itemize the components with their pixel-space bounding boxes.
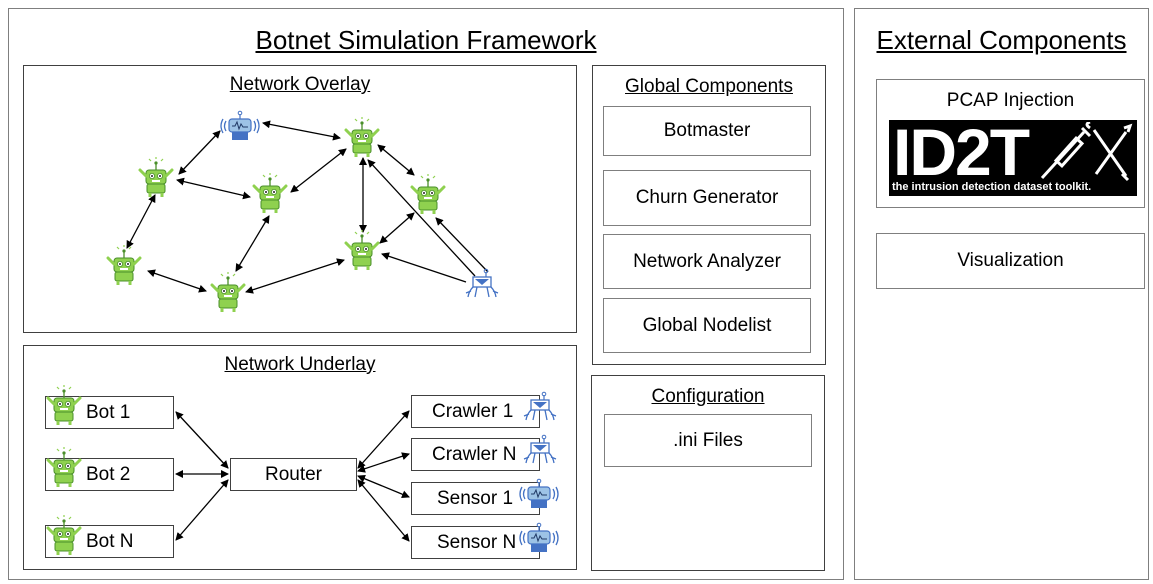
global-components-title: Global Components [625, 76, 793, 97]
edge-bot1-router [175, 411, 229, 469]
bot-2-icon [46, 445, 82, 489]
sensor-1-icon [519, 478, 559, 509]
edge-crawler-bot-d [435, 217, 489, 273]
edge-sensor-bot-b [262, 120, 341, 141]
router-node[interactable]: Router [230, 458, 357, 491]
id2t-logo-text: ID2T [893, 120, 1030, 189]
overlay-bot-b-icon [344, 115, 380, 159]
botmaster-box[interactable]: Botmaster [603, 106, 811, 156]
sensor-n-label: Sensor N [437, 531, 517, 553]
crawler-1-label: Crawler 1 [432, 400, 514, 422]
edge-crawler-bot-b [367, 159, 476, 277]
overlay-bot-f-icon [106, 243, 142, 287]
edge-bot-a-sensor [178, 130, 221, 175]
pcap-injection-box[interactable]: PCAP Injection ID2T the intrusion detect… [876, 79, 1145, 208]
overlay-bot-g-icon [210, 270, 246, 314]
router-label: Router [264, 463, 323, 485]
overlay-sensor-icon [220, 110, 260, 141]
configuration-panel: Configuration [591, 375, 825, 571]
global-nodelist-box[interactable]: Global Nodelist [603, 298, 811, 353]
overlay-bot-c-icon [252, 171, 288, 215]
underlay-edges [175, 410, 410, 542]
overlay-edges [126, 120, 415, 294]
edge-bot-a-bot-c [176, 177, 251, 200]
edge-bot-d-bot-e [379, 212, 415, 244]
edge-bot-f-bot-g [147, 269, 207, 293]
edge-crawler-bot-e [381, 252, 467, 283]
framework-title: Botnet Simulation Framework [255, 25, 597, 55]
bot-n-label: Bot N [86, 530, 134, 552]
visualization-box[interactable]: Visualization [876, 233, 1145, 289]
crawler-n-node[interactable]: Crawler N [411, 438, 540, 471]
edge-router-crawler1 [357, 410, 410, 469]
edge-bot-g-bot-c [235, 215, 270, 272]
sensor-n-icon [519, 522, 559, 553]
overlay-bot-a-icon [138, 155, 174, 199]
bot-1-icon [46, 383, 82, 427]
edge-botn-router [175, 479, 229, 541]
bot-2-label: Bot 2 [86, 463, 131, 485]
edge-bot-b-bot-d [377, 144, 415, 176]
overlay-bot-d-icon [410, 172, 446, 216]
sensor-1-label: Sensor 1 [437, 487, 514, 509]
bot-n-icon [46, 513, 82, 557]
crawler-1-icon [523, 391, 557, 421]
crawler-1-node[interactable]: Crawler 1 [411, 395, 540, 428]
churn-generator-box[interactable]: Churn Generator [603, 170, 811, 226]
ini-files-box[interactable]: .ini Files [604, 414, 812, 467]
bot-1-label: Bot 1 [86, 401, 131, 423]
edge-router-sensorn [357, 479, 410, 542]
network-analyzer-box[interactable]: Network Analyzer [603, 234, 811, 289]
crawler-n-label: Crawler N [432, 443, 517, 465]
sensor-1-node[interactable]: Sensor 1 [411, 482, 540, 515]
syringe-wrench-icon [1040, 122, 1133, 182]
overlay-crawler-icon [465, 268, 499, 298]
external-components-title: External Components [876, 25, 1127, 55]
edge-bot-a-bot-f [126, 194, 156, 249]
edge-bot-c-bot-b [290, 148, 347, 193]
overlay-bot-e-icon [344, 228, 380, 272]
edge-router-sensor1 [357, 474, 410, 499]
crawler-n-icon [523, 434, 557, 464]
id2t-logo-tagline: the intrusion detection dataset toolkit. [892, 181, 1092, 193]
configuration-title: Configuration [651, 386, 765, 407]
network-overlay-title: Network Overlay [229, 74, 371, 95]
edge-router-crawlern [357, 452, 410, 473]
edge-bot-g-bot-e [245, 258, 345, 294]
crawler-edges [367, 159, 489, 283]
pcap-injection-label: PCAP Injection [946, 90, 1075, 111]
id2t-logo: ID2T the intrusion detection dataset too… [889, 120, 1137, 196]
network-underlay-title: Network Underlay [224, 354, 376, 375]
